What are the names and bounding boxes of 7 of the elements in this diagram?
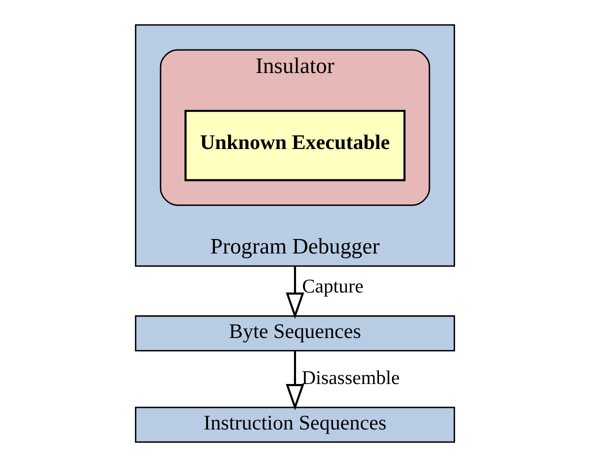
- node-box: Instruction Sequences: [134, 406, 456, 443]
- node-box: Byte Sequences: [134, 315, 456, 352]
- arrow: [286, 266, 304, 319]
- node-box: Unknown Executable: [184, 110, 406, 182]
- edge-label: Disassemble: [302, 368, 400, 390]
- edge-label: Capture: [302, 276, 364, 298]
- arrow: [286, 350, 304, 410]
